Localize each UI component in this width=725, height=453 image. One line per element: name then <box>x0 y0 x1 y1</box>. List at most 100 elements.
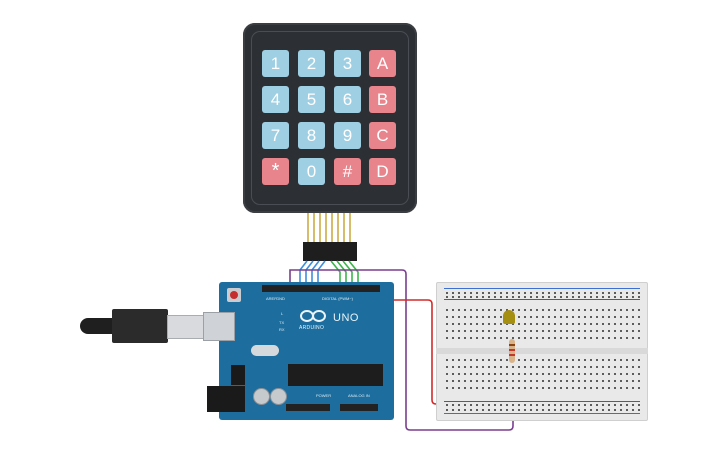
breadboard-hole[interactable] <box>578 296 580 298</box>
breadboard-hole[interactable] <box>620 337 622 339</box>
reset-button[interactable] <box>227 288 241 302</box>
breadboard-hole[interactable] <box>572 366 574 368</box>
breadboard-hole[interactable] <box>596 323 598 325</box>
breadboard-hole[interactable] <box>476 296 478 298</box>
breadboard-hole[interactable] <box>500 292 502 294</box>
breadboard-hole[interactable] <box>512 330 514 332</box>
breadboard-hole[interactable] <box>596 366 598 368</box>
breadboard-hole[interactable] <box>638 409 640 411</box>
breadboard-hole[interactable] <box>566 316 568 318</box>
breadboard-hole[interactable] <box>494 337 496 339</box>
breadboard-hole[interactable] <box>608 292 610 294</box>
breadboard-hole[interactable] <box>524 409 526 411</box>
breadboard-hole[interactable] <box>446 309 448 311</box>
breadboard-hole[interactable] <box>614 380 616 382</box>
breadboard-hole[interactable] <box>446 380 448 382</box>
breadboard-hole[interactable] <box>602 296 604 298</box>
breadboard-hole[interactable] <box>626 387 628 389</box>
key-6[interactable]: 6 <box>334 86 361 113</box>
breadboard-hole[interactable] <box>602 359 604 361</box>
breadboard-hole[interactable] <box>566 387 568 389</box>
breadboard-hole[interactable] <box>554 373 556 375</box>
breadboard-hole[interactable] <box>572 404 574 406</box>
breadboard-hole[interactable] <box>530 292 532 294</box>
breadboard-hole[interactable] <box>554 316 556 318</box>
breadboard-hole[interactable] <box>590 309 592 311</box>
key-8[interactable]: 8 <box>298 122 325 149</box>
breadboard-hole[interactable] <box>620 323 622 325</box>
breadboard-hole[interactable] <box>530 373 532 375</box>
breadboard-hole[interactable] <box>560 366 562 368</box>
breadboard-hole[interactable] <box>620 296 622 298</box>
breadboard-hole[interactable] <box>626 366 628 368</box>
key-0[interactable]: 0 <box>298 158 325 185</box>
breadboard-hole[interactable] <box>590 323 592 325</box>
breadboard-hole[interactable] <box>446 296 448 298</box>
breadboard-hole[interactable] <box>632 316 634 318</box>
breadboard-hole[interactable] <box>464 387 466 389</box>
key-d[interactable]: D <box>369 158 396 185</box>
breadboard-hole[interactable] <box>536 323 538 325</box>
breadboard-hole[interactable] <box>500 323 502 325</box>
breadboard-hole[interactable] <box>590 292 592 294</box>
breadboard-hole[interactable] <box>518 316 520 318</box>
breadboard-hole[interactable] <box>476 409 478 411</box>
breadboard-hole[interactable] <box>470 359 472 361</box>
breadboard-hole[interactable] <box>446 404 448 406</box>
breadboard-hole[interactable] <box>470 292 472 294</box>
breadboard-hole[interactable] <box>452 380 454 382</box>
breadboard-hole[interactable] <box>500 359 502 361</box>
breadboard-hole[interactable] <box>512 366 514 368</box>
breadboard-hole[interactable] <box>608 330 610 332</box>
breadboard-hole[interactable] <box>566 292 568 294</box>
power-header[interactable] <box>286 404 330 411</box>
breadboard-hole[interactable] <box>512 292 514 294</box>
breadboard-hole[interactable] <box>584 380 586 382</box>
breadboard-hole[interactable] <box>488 366 490 368</box>
breadboard-hole[interactable] <box>452 309 454 311</box>
breadboard-hole[interactable] <box>458 296 460 298</box>
breadboard-hole[interactable] <box>632 409 634 411</box>
breadboard-hole[interactable] <box>494 404 496 406</box>
breadboard-hole[interactable] <box>584 316 586 318</box>
breadboard-hole[interactable] <box>584 296 586 298</box>
breadboard-hole[interactable] <box>626 404 628 406</box>
breadboard-hole[interactable] <box>626 309 628 311</box>
breadboard-hole[interactable] <box>578 309 580 311</box>
breadboard-hole[interactable] <box>548 359 550 361</box>
breadboard-hole[interactable] <box>626 337 628 339</box>
breadboard-hole[interactable] <box>524 316 526 318</box>
breadboard-hole[interactable] <box>572 409 574 411</box>
breadboard-hole[interactable] <box>458 337 460 339</box>
usb-cable[interactable] <box>80 318 114 334</box>
breadboard-hole[interactable] <box>518 359 520 361</box>
breadboard-hole[interactable] <box>590 296 592 298</box>
breadboard-hole[interactable] <box>524 373 526 375</box>
breadboard-hole[interactable] <box>572 387 574 389</box>
breadboard-hole[interactable] <box>590 380 592 382</box>
breadboard-hole[interactable] <box>572 323 574 325</box>
breadboard-hole[interactable] <box>524 323 526 325</box>
breadboard-hole[interactable] <box>482 366 484 368</box>
breadboard-hole[interactable] <box>590 359 592 361</box>
breadboard-hole[interactable] <box>512 296 514 298</box>
breadboard-hole[interactable] <box>524 387 526 389</box>
breadboard-hole[interactable] <box>482 316 484 318</box>
breadboard-hole[interactable] <box>554 387 556 389</box>
breadboard-hole[interactable] <box>632 366 634 368</box>
breadboard-hole[interactable] <box>482 387 484 389</box>
breadboard-hole[interactable] <box>452 366 454 368</box>
breadboard-hole[interactable] <box>494 330 496 332</box>
keypad-connector[interactable] <box>303 242 357 261</box>
breadboard-hole[interactable] <box>626 323 628 325</box>
breadboard-hole[interactable] <box>572 330 574 332</box>
breadboard-hole[interactable] <box>596 296 598 298</box>
breadboard-hole[interactable] <box>530 330 532 332</box>
breadboard-hole[interactable] <box>632 296 634 298</box>
breadboard-hole[interactable] <box>500 387 502 389</box>
breadboard-hole[interactable] <box>464 323 466 325</box>
breadboard-hole[interactable] <box>452 330 454 332</box>
breadboard-hole[interactable] <box>632 359 634 361</box>
breadboard-hole[interactable] <box>626 292 628 294</box>
breadboard-hole[interactable] <box>482 359 484 361</box>
